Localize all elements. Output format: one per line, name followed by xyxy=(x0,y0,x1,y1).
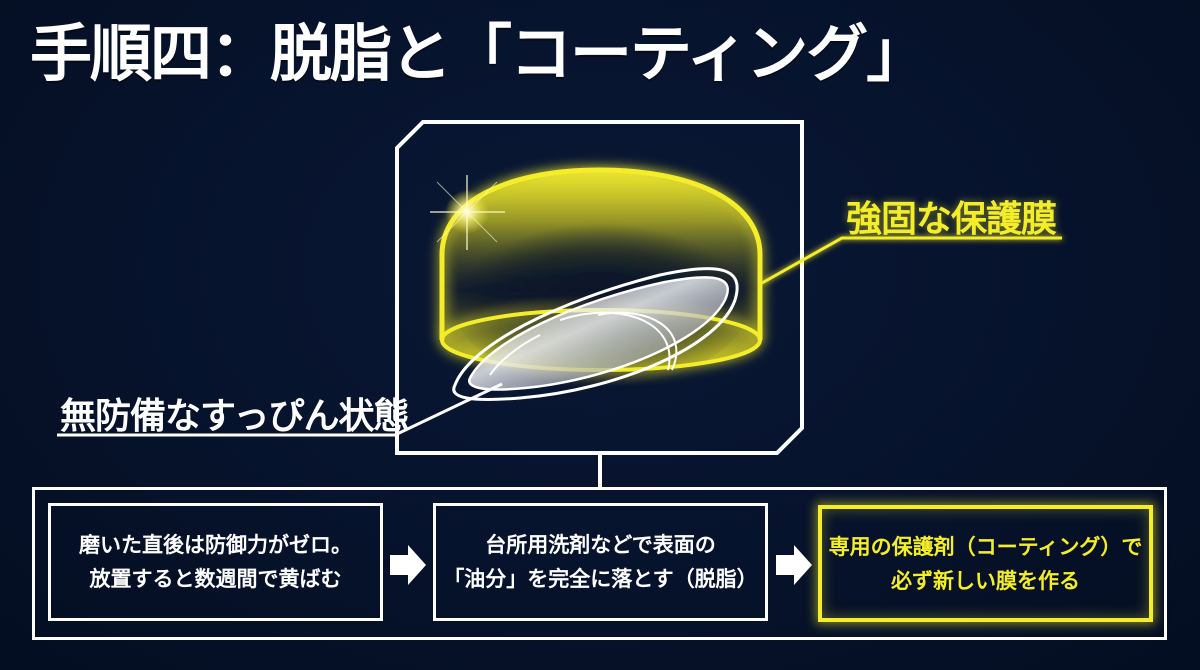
step-1-box: 磨いた直後は防御力がゼロ。 放置すると数週間で黄ばむ xyxy=(48,503,383,621)
step-1-line-2: 放置すると数週間で黄ばむ xyxy=(89,567,342,591)
protective-film-leader-line xyxy=(761,236,1062,285)
protective-film-label: 強固な保護膜 xyxy=(846,199,1057,240)
unprotected-leader-line xyxy=(57,382,503,437)
arrow-right-icon xyxy=(776,545,812,585)
step-2-line-2: 「油分」を完全に落とす（脱脂） xyxy=(443,567,758,591)
sparkle-icon xyxy=(430,175,505,250)
headlight-lens xyxy=(452,267,739,401)
step-3-box-highlighted: 専用の保護剤（コーティング）で 必ず新しい膜を作る xyxy=(818,505,1153,622)
arrow-right-icon xyxy=(390,545,426,585)
step-2-box: 台所用洗剤などで表面の 「油分」を完全に落とす（脱脂） xyxy=(433,503,768,621)
step-1-line-1: 磨いた直後は防御力がゼロ。 xyxy=(79,533,352,557)
step-2-line-1: 台所用洗剤などで表面の xyxy=(485,533,716,557)
slide-title: 手順四：脱脂と「コーティング」 xyxy=(30,17,928,90)
illustration-frame xyxy=(395,120,804,455)
unprotected-state-label: 無防備なすっぴん状態 xyxy=(60,396,410,437)
step-3-line-2: 必ず新しい膜を作る xyxy=(891,568,1080,593)
step-3-line-1: 専用の保護剤（コーティング）で xyxy=(828,534,1143,559)
steps-panel xyxy=(32,487,1167,640)
